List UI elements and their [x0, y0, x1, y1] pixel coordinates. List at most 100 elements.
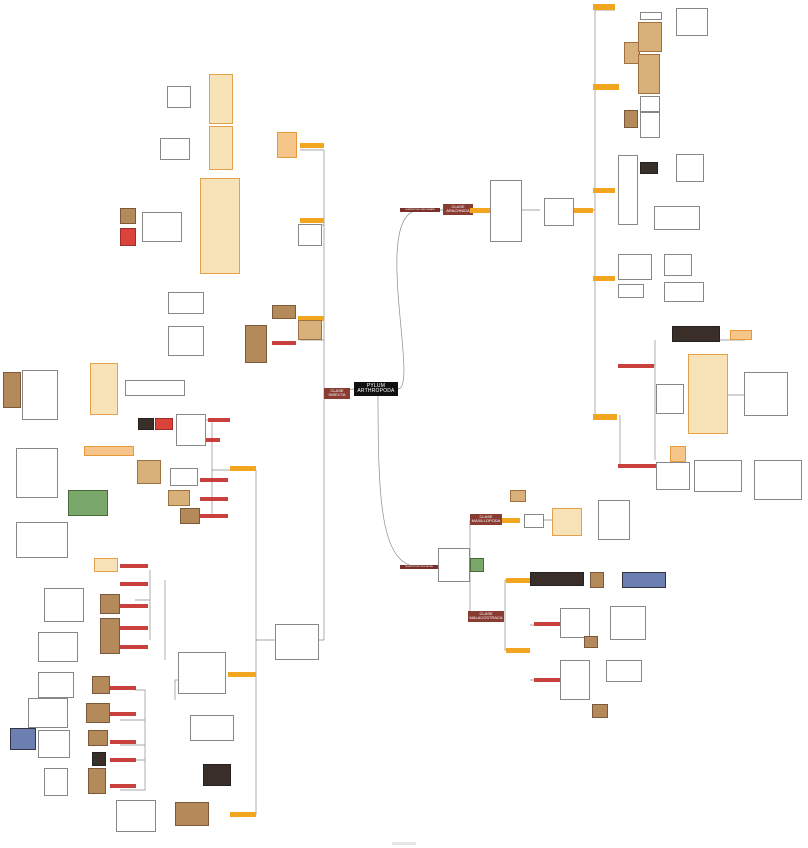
insect-family-tag[interactable]	[120, 582, 148, 586]
insect-photo	[88, 768, 106, 794]
insect-photo	[175, 802, 209, 826]
crustacean-order-tag[interactable]	[534, 622, 560, 626]
crustacean-photo	[470, 558, 484, 572]
mite-micrograph-strip	[672, 326, 720, 342]
insect-photo	[137, 460, 161, 484]
insect-order-tag[interactable]	[228, 672, 256, 677]
subphylum-chelicerata-label: SUBPHYLUM CHELICERATA	[405, 209, 434, 211]
insect-family-tag[interactable]	[120, 645, 148, 649]
specimen-photo-strip	[209, 74, 233, 124]
lifecycle-diagram-image	[190, 715, 234, 741]
lifecycle-diagram-image	[610, 606, 646, 640]
clase-malacostraca-label: CLASE MALACOSTRACA	[469, 611, 502, 620]
clase-maxillopoda-node[interactable]: CLASE MAXILLOPODA	[470, 514, 502, 525]
arachnid-order-tag[interactable]	[593, 414, 617, 420]
insect-photo	[68, 490, 108, 516]
arachnid-illustration	[640, 12, 662, 20]
root-label: PYLUM ARTHROPODA	[357, 383, 394, 394]
subphylum-chelicerata-node[interactable]: SUBPHYLUM CHELICERATA	[400, 208, 440, 212]
insect-order-tag[interactable]	[300, 218, 324, 223]
lifecycle-diagram-image	[38, 632, 78, 662]
insect-order-tag[interactable]	[300, 143, 324, 148]
subphylum-crustacea-node[interactable]: SUBPHYLUM CRUSTACEA	[400, 565, 438, 569]
lifecycle-diagram-image	[178, 652, 226, 694]
crustacean-order-tag[interactable]	[534, 678, 560, 682]
crustacean-illustration	[438, 548, 470, 582]
mite-illustration	[656, 462, 690, 490]
crustacean-order-tag[interactable]	[506, 578, 530, 583]
insect-family-tag[interactable]	[200, 497, 228, 501]
crustacean-photo	[592, 704, 608, 718]
specimen-photo-strip	[94, 558, 118, 572]
crustacean-order-tag[interactable]	[502, 518, 520, 523]
lifecycle-diagram-image	[168, 326, 204, 356]
insect-family-tag[interactable]	[208, 418, 230, 422]
clase-insecta-label: CLASE INSECTA	[328, 388, 345, 397]
arachnid-illustration	[640, 112, 660, 138]
specimen-photo-strip	[200, 178, 240, 274]
insect-photo	[120, 208, 136, 224]
arachnid-order-tag[interactable]	[593, 84, 619, 90]
arachnid-illustration	[664, 282, 704, 302]
crustacean-illustration	[560, 608, 590, 638]
insect-photo	[88, 730, 108, 746]
insect-family-tag[interactable]	[200, 514, 228, 518]
insect-family-tag[interactable]	[120, 604, 148, 608]
lifecycle-diagram-image	[142, 212, 182, 242]
clase-arachnida-label: CLASE ARACHNIDA	[446, 204, 470, 213]
root-node[interactable]: PYLUM ARTHROPODA	[354, 382, 398, 396]
arachnid-order-tag[interactable]	[573, 208, 593, 213]
arachnid-photo	[624, 110, 638, 128]
anatomy-diagram	[176, 414, 206, 446]
insect-photo	[138, 418, 154, 430]
crustacean-photo	[622, 572, 666, 588]
acari-family-tag[interactable]	[618, 364, 654, 368]
insect-photo	[10, 728, 36, 750]
lifecycle-diagram-image	[606, 660, 642, 682]
insect-family-tag[interactable]	[110, 784, 136, 788]
mosquito-diagram	[16, 448, 58, 498]
crustacean-photo-strip	[530, 572, 584, 586]
mite-photo	[730, 330, 752, 340]
insect-family-tag[interactable]	[110, 758, 136, 762]
lifecycle-diagram-image	[754, 460, 802, 500]
insect-illustration	[275, 624, 319, 660]
mite-photo	[670, 446, 686, 462]
footer-watermark	[392, 842, 416, 845]
arachnid-order-tag[interactable]	[593, 188, 615, 193]
acari-family-tag[interactable]	[618, 464, 658, 468]
insect-photo	[84, 446, 134, 456]
insect-order-tag[interactable]	[230, 466, 256, 471]
arachnid-photo	[638, 54, 660, 94]
insect-family-tag[interactable]	[110, 712, 136, 716]
insect-order-tag[interactable]	[230, 812, 256, 817]
insect-order-tag[interactable]	[272, 341, 296, 345]
arachnid-illustration	[544, 198, 574, 226]
lifecycle-diagram-image	[664, 254, 692, 276]
mite-illustration	[694, 460, 742, 492]
arachnid-order-tag[interactable]	[470, 208, 490, 213]
arachnid-photo	[640, 162, 658, 174]
crustacean-order-tag[interactable]	[506, 648, 530, 653]
anatomy-diagram	[22, 370, 58, 420]
subphylum-crustacea-label: SUBPHYLUM CRUSTACEA	[405, 566, 433, 568]
clase-maxillopoda-label: CLASE MAXILLOPODA	[472, 514, 501, 523]
clase-malacostraca-node[interactable]: CLASE MALACOSTRACA	[468, 611, 504, 622]
lifecycle-diagram-image	[44, 768, 68, 796]
clase-arachnida-node[interactable]: CLASE ARACHNIDA	[443, 204, 473, 215]
insect-family-tag[interactable]	[110, 740, 136, 744]
insect-family-tag[interactable]	[120, 564, 148, 568]
insect-illustration	[170, 468, 198, 486]
insect-family-tag[interactable]	[120, 626, 148, 630]
specimen-photo-strip	[209, 126, 233, 170]
insect-photo	[155, 418, 173, 430]
arachnid-order-tag[interactable]	[593, 276, 615, 281]
insect-photo	[298, 320, 322, 340]
insect-photo	[86, 703, 110, 723]
arachnid-order-tag[interactable]	[593, 4, 615, 10]
insect-family-tag[interactable]	[200, 478, 228, 482]
clase-insecta-node[interactable]: CLASE INSECTA	[324, 388, 350, 399]
lifecycle-diagram-image	[676, 8, 708, 36]
insect-family-tag[interactable]	[110, 686, 136, 690]
